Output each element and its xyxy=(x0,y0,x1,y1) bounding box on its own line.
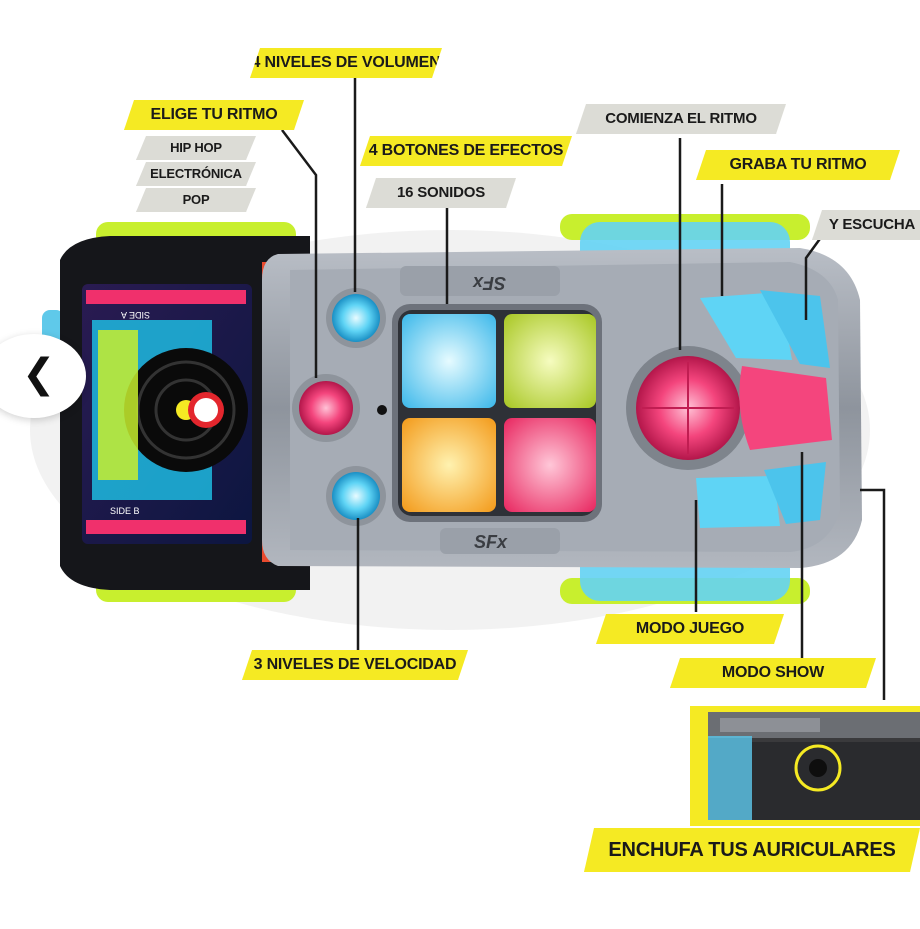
chevron-left-icon: ❮ xyxy=(22,351,56,397)
carousel-prev-button[interactable]: ❮ xyxy=(0,334,86,418)
label-hip-hop: HIP HOP xyxy=(136,136,256,160)
label-listen: Y ESCUCHA xyxy=(812,210,920,240)
sfx-bottom-text: SFx xyxy=(474,532,508,552)
headphone-jack-inset xyxy=(690,706,920,826)
label-electronica: ELECTRÓNICA xyxy=(136,162,256,186)
label-choose-rhythm: ELIGE TU RITMO xyxy=(124,100,304,130)
pad-pink xyxy=(504,418,596,512)
label-headphones: ENCHUFA TUS AURICULARES xyxy=(584,828,920,872)
label-record-rhythm: GRABA TU RITMO xyxy=(696,150,900,180)
pad-orange xyxy=(402,418,496,512)
headphone-jack-photo xyxy=(690,706,920,826)
sfx-top-text: SFx xyxy=(472,273,506,293)
pad-green xyxy=(504,314,596,408)
pad-blue xyxy=(402,314,496,408)
roof-text-side-b: SIDE B xyxy=(110,506,140,516)
label-pop: POP xyxy=(136,188,256,212)
label-game-mode: MODO JUEGO xyxy=(596,614,784,644)
label-volume-levels: 4 NIVELES DE VOLUMEN xyxy=(250,48,442,78)
label-16-sounds: 16 SONIDOS xyxy=(366,178,516,208)
label-show-mode: MODO SHOW xyxy=(670,658,876,688)
label-effect-buttons: 4 BOTONES DE EFECTOS xyxy=(360,136,572,166)
label-speed-levels: 3 NIVELES DE VELOCIDAD xyxy=(242,650,468,680)
roof-text-side-a: SIDE A xyxy=(121,310,150,320)
label-start-rhythm: COMIENZA EL RITMO xyxy=(576,104,786,134)
